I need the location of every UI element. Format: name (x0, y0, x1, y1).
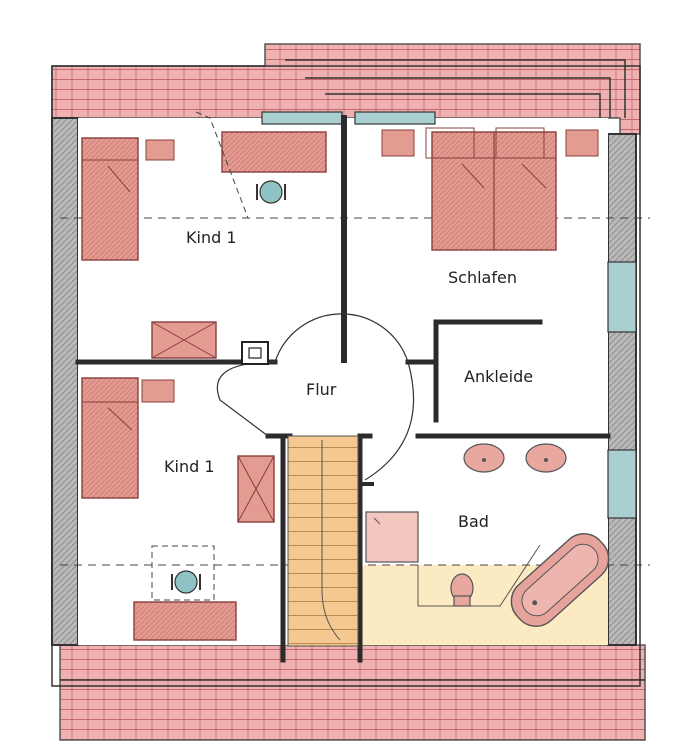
window-right-2 (607, 449, 637, 519)
room-label-bad: Bad (458, 512, 489, 531)
right-side-wall (607, 133, 637, 646)
schlafen-furniture (381, 127, 599, 251)
room-label-schlafen: Schlafen (448, 268, 517, 287)
window-top-1 (261, 111, 343, 125)
roof-bottom (59, 644, 646, 741)
staircase (287, 435, 359, 647)
chimney-inner (248, 347, 262, 359)
bad-furniture (365, 443, 610, 627)
outer-frame (51, 65, 641, 687)
window-right-1 (607, 261, 637, 333)
kind-bottom-furniture (81, 377, 275, 641)
left-side-wall (51, 117, 79, 646)
flur-arc-right (364, 361, 415, 481)
room-label-flur: Flur (306, 380, 337, 399)
window-top-2 (354, 111, 436, 125)
room-label-kind-top: Kind 1 (186, 228, 237, 247)
room-label-ankleide: Ankleide (464, 367, 533, 386)
room-label-kind-bottom: Kind 1 (164, 457, 215, 476)
kind-top-furniture (81, 111, 327, 359)
